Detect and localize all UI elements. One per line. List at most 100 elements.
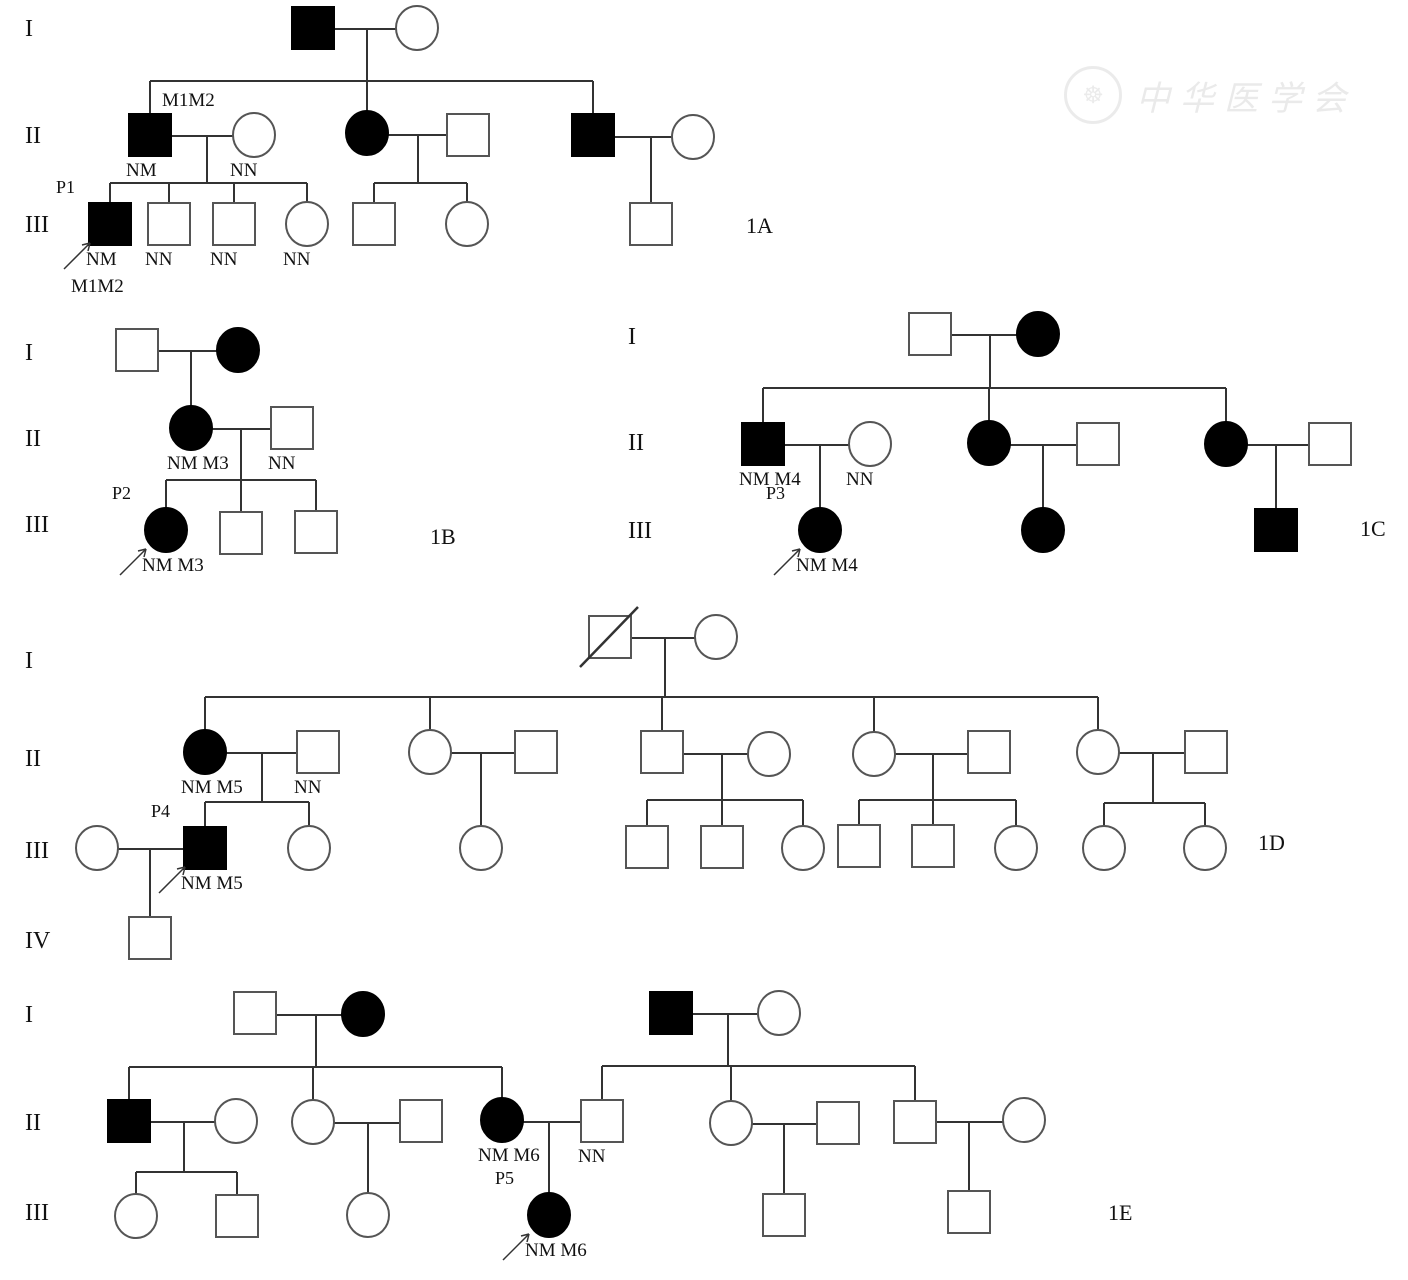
unaffected-female-symbol: [75, 825, 119, 871]
individual-e-ii-4: [399, 1099, 443, 1143]
affected-male-symbol: [107, 1099, 151, 1143]
panel-label: 1A: [746, 213, 773, 238]
affected-female-symbol: [341, 991, 385, 1037]
individual-a-ii-2: NN: [230, 112, 276, 181]
individual-d-iv-1: [128, 916, 172, 960]
panel-label: 1D: [1258, 830, 1285, 855]
unaffected-male-symbol: [1308, 422, 1352, 466]
unaffected-male-symbol: [947, 1190, 991, 1234]
affected-female-symbol: [480, 1097, 524, 1143]
generation-label: I: [628, 324, 636, 350]
individual-a-iii-5: [352, 202, 396, 246]
genotype-label: NM M5: [181, 777, 243, 798]
affected-female-symbol: [345, 110, 389, 156]
individual-e-i-3: [649, 991, 693, 1035]
affected-female-symbol: [216, 327, 260, 373]
unaffected-female-symbol: [459, 825, 503, 871]
individual-d-iii-10: [994, 825, 1038, 871]
individual-e-ii-2: [214, 1098, 258, 1144]
proband-arrow-icon: [773, 548, 801, 576]
generation-label: II: [25, 746, 41, 772]
unaffected-male-symbol: [908, 312, 952, 356]
proband-arrowhead: [797, 548, 801, 558]
individual-e-ii-5: NM M6: [478, 1097, 540, 1166]
individual-d-iii-1: [75, 825, 119, 871]
proband-arrowhead: [87, 242, 91, 252]
individual-d-ii-8: [967, 730, 1011, 774]
unaffected-female-symbol: [285, 201, 329, 247]
proband-arrow-icon: [63, 242, 91, 270]
generation-label: II: [628, 430, 644, 456]
unaffected-male-symbol: [233, 991, 277, 1035]
generation-label: I: [25, 1002, 33, 1028]
unaffected-male-symbol: [1076, 422, 1120, 466]
individual-d-ii-1: NM M5: [181, 729, 243, 798]
unaffected-male-symbol: [837, 824, 881, 868]
affected-female-symbol: [967, 420, 1011, 466]
unaffected-male-symbol: [967, 730, 1011, 774]
individual-e-ii-9: [893, 1100, 937, 1144]
unaffected-male-symbol: [625, 825, 669, 869]
affected-female-symbol: [1204, 421, 1248, 467]
individual-c-ii-5: [1204, 421, 1248, 467]
affected-female-symbol: [798, 507, 842, 553]
genotype-label: NM M5: [181, 873, 243, 894]
individual-b-i-2: [216, 327, 260, 373]
individual-a-iii-6: [445, 201, 489, 247]
individual-e-i-2: [341, 991, 385, 1037]
individual-d-iii-11: [1082, 825, 1126, 871]
affected-male-symbol: [571, 113, 615, 157]
genotype-label-above: M1M2: [162, 90, 215, 111]
individual-c-i-1: [908, 312, 952, 356]
unaffected-female-symbol: [1082, 825, 1126, 871]
individual-d-iii-12: [1183, 825, 1227, 871]
unaffected-female-symbol: [848, 421, 892, 467]
individual-a-iii-2: NN: [145, 202, 191, 270]
affected-male-symbol: [291, 6, 335, 50]
individual-d-i-2: [694, 614, 738, 660]
proband-label: P1: [56, 177, 75, 197]
unaffected-male-symbol: [215, 1194, 259, 1238]
affected-male-symbol: [1254, 508, 1298, 552]
individual-c-iii-2: [1021, 507, 1065, 553]
genotype-label: NM M4: [796, 555, 858, 576]
genotype-label: NN: [294, 777, 322, 798]
unaffected-male-symbol: [580, 1099, 624, 1143]
affected-male-symbol: [128, 113, 172, 157]
generation-label: I: [25, 340, 33, 366]
generation-label: IV: [25, 928, 51, 954]
individual-e-ii-7: [709, 1100, 753, 1146]
individual-e-iii-3: [346, 1192, 390, 1238]
unaffected-female-symbol: [1076, 729, 1120, 775]
individual-c-ii-4: [1076, 422, 1120, 466]
individual-a-iii-3: NN: [210, 202, 256, 270]
individual-d-ii-3: [408, 729, 452, 775]
individual-e-iii-6: [947, 1190, 991, 1234]
unaffected-female-symbol: [287, 825, 331, 871]
affected-female-symbol: [183, 729, 227, 775]
individual-e-ii-1: [107, 1099, 151, 1143]
individual-d-ii-4: [514, 730, 558, 774]
unaffected-female-symbol: [445, 201, 489, 247]
generation-label: III: [25, 212, 49, 238]
unaffected-male-symbol: [816, 1101, 860, 1145]
deceased-slash-icon: [579, 606, 639, 668]
individual-d-iii-6: [700, 825, 744, 869]
affected-female-symbol: [1021, 507, 1065, 553]
individual-e-i-1: [233, 991, 277, 1035]
genotype-label: NM: [86, 249, 117, 270]
genotype-label: NN: [230, 160, 258, 181]
individual-d-iii-8: [837, 824, 881, 868]
individual-d-ii-9: [1076, 729, 1120, 775]
unaffected-male-symbol: [270, 406, 314, 450]
unaffected-male-symbol: [296, 730, 340, 774]
unaffected-male-symbol: [352, 202, 396, 246]
generation-label: II: [25, 1110, 41, 1136]
proband-arrowhead: [137, 548, 147, 552]
individual-a-ii-5: [571, 113, 615, 157]
